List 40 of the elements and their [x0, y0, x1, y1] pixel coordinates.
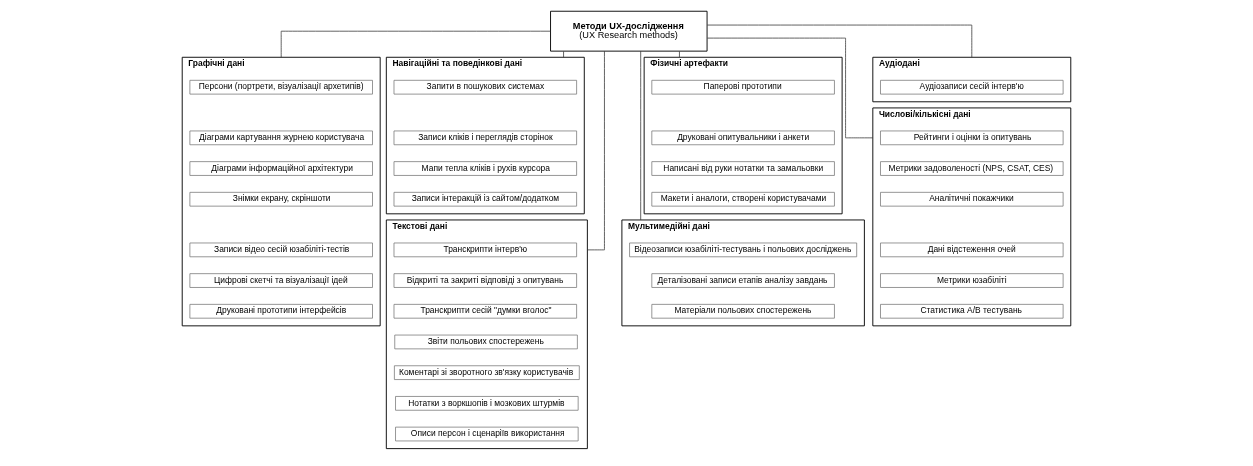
node-box: Аналітичні покажчики: [880, 191, 1064, 207]
node-box: Аудіозаписи сесій інтерв'ю: [880, 79, 1064, 95]
node-box: Звіти польових спостережень: [394, 334, 578, 350]
node-box: Транскрипти інтерв'ю: [393, 242, 577, 258]
connector: [706, 24, 973, 58]
node-box: Діаграми інформаційної архітектури: [189, 161, 373, 176]
node-box: Персони (портрети, візуалізації архетипів): [189, 79, 373, 95]
node-box: Транскрипти сесій "думки вголос": [393, 303, 577, 319]
node-box: Методи UX-дослідження (UX Research methods): [550, 10, 708, 52]
node-box: Написані від руки нотатки та замальовки: [651, 161, 835, 176]
node-box: Статистика A/B тестувань: [880, 303, 1064, 319]
node-box: Описи персон і сценаріїв використання: [395, 426, 579, 442]
node-box: Нотатки з воркшопів і мозкових штурмів: [395, 396, 579, 411]
node-box: Паперові прототипи: [651, 79, 835, 95]
node-box: Цифрові скетчі та візуалізації ідей: [189, 273, 373, 288]
node-box: Відкриті та закриті відповіді з опитувань: [393, 273, 577, 288]
connector: [280, 30, 551, 58]
node-box: Записи кліків і переглядів сторінок: [393, 130, 577, 146]
node-box: Запити в пошукових системах: [393, 79, 577, 95]
node-box: Друковані опитувальники і анкети: [651, 130, 835, 146]
connector: [640, 50, 642, 221]
node-box: Коментарі зі зворотного зв'язку користувачів: [394, 365, 580, 380]
node-box: Записи відео сесій юзабіліті-тестів: [189, 242, 373, 258]
node-box: Рейтинги і оцінки із опитувань: [880, 130, 1064, 146]
node-box: Діаграми картування журнею користувача: [189, 130, 373, 146]
node-box: Матеріали польових спостережень: [651, 303, 835, 319]
node-box: Метрики юзабіліті: [880, 273, 1064, 288]
connector: [587, 50, 605, 251]
connector: [563, 51, 564, 58]
node-box: Мапи тепла кліків і рухів курсора: [393, 161, 577, 176]
node-box: Метрики задоволеності (NPS, CSAT, CES): [880, 161, 1064, 176]
connector: [707, 37, 874, 139]
node-box: Макети і аналоги, створені користувачами: [651, 191, 835, 207]
node-box: Деталізовані записи етапів аналізу завдань: [651, 273, 835, 288]
node-box: Знімки екрану, скріншоти: [189, 191, 373, 207]
node-box: Відеозаписи юзабіліті-тестувань і польових досліджень: [629, 242, 858, 258]
node-box: Записи інтеракцій із сайтом/додатком: [393, 191, 577, 207]
node-box: Друковані прототипи інтерфейсів: [189, 303, 373, 319]
connector: [679, 51, 680, 58]
node-box: Дані відстеження очей: [880, 242, 1064, 258]
